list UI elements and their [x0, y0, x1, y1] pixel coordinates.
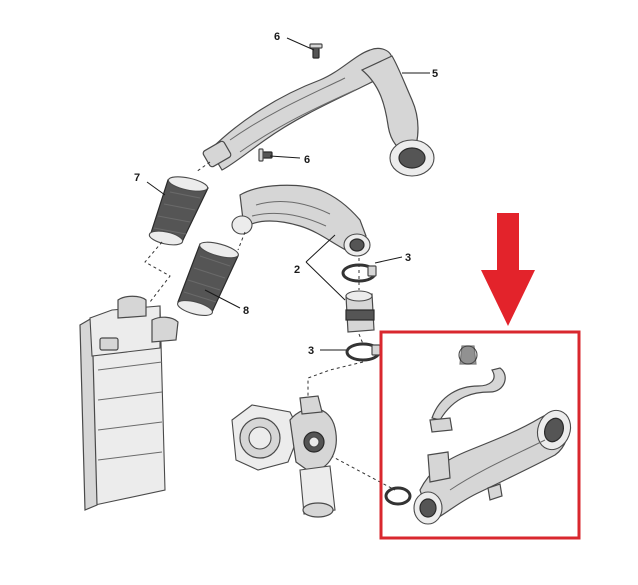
- connector-sleeve: [345, 290, 375, 333]
- upper-air-duct: [202, 47, 435, 177]
- callout-5: 5: [432, 68, 438, 80]
- callout-leaders: [146, 37, 430, 351]
- callout-7: 7: [134, 172, 140, 184]
- red-down-arrow-icon: [481, 213, 535, 326]
- bolt-lower: [258, 148, 273, 162]
- callout-6-upper: 6: [274, 31, 280, 43]
- callout-6-lower: 6: [304, 154, 310, 166]
- callout-8: 8: [243, 305, 249, 317]
- callout-3-lower: 3: [308, 345, 314, 357]
- intake-pipe-2: [231, 184, 371, 257]
- intercooler: [79, 295, 179, 511]
- bolt-upper: [309, 43, 323, 59]
- highlighted-intake-pipe: [384, 345, 572, 525]
- clamp-lower: [345, 342, 381, 362]
- turbocharger: [231, 395, 337, 518]
- callout-3-upper: 3: [405, 252, 411, 264]
- hose-7: [148, 176, 209, 246]
- hose-8: [176, 241, 239, 316]
- callout-2: 2: [294, 264, 300, 276]
- highlight-box: [379, 330, 581, 540]
